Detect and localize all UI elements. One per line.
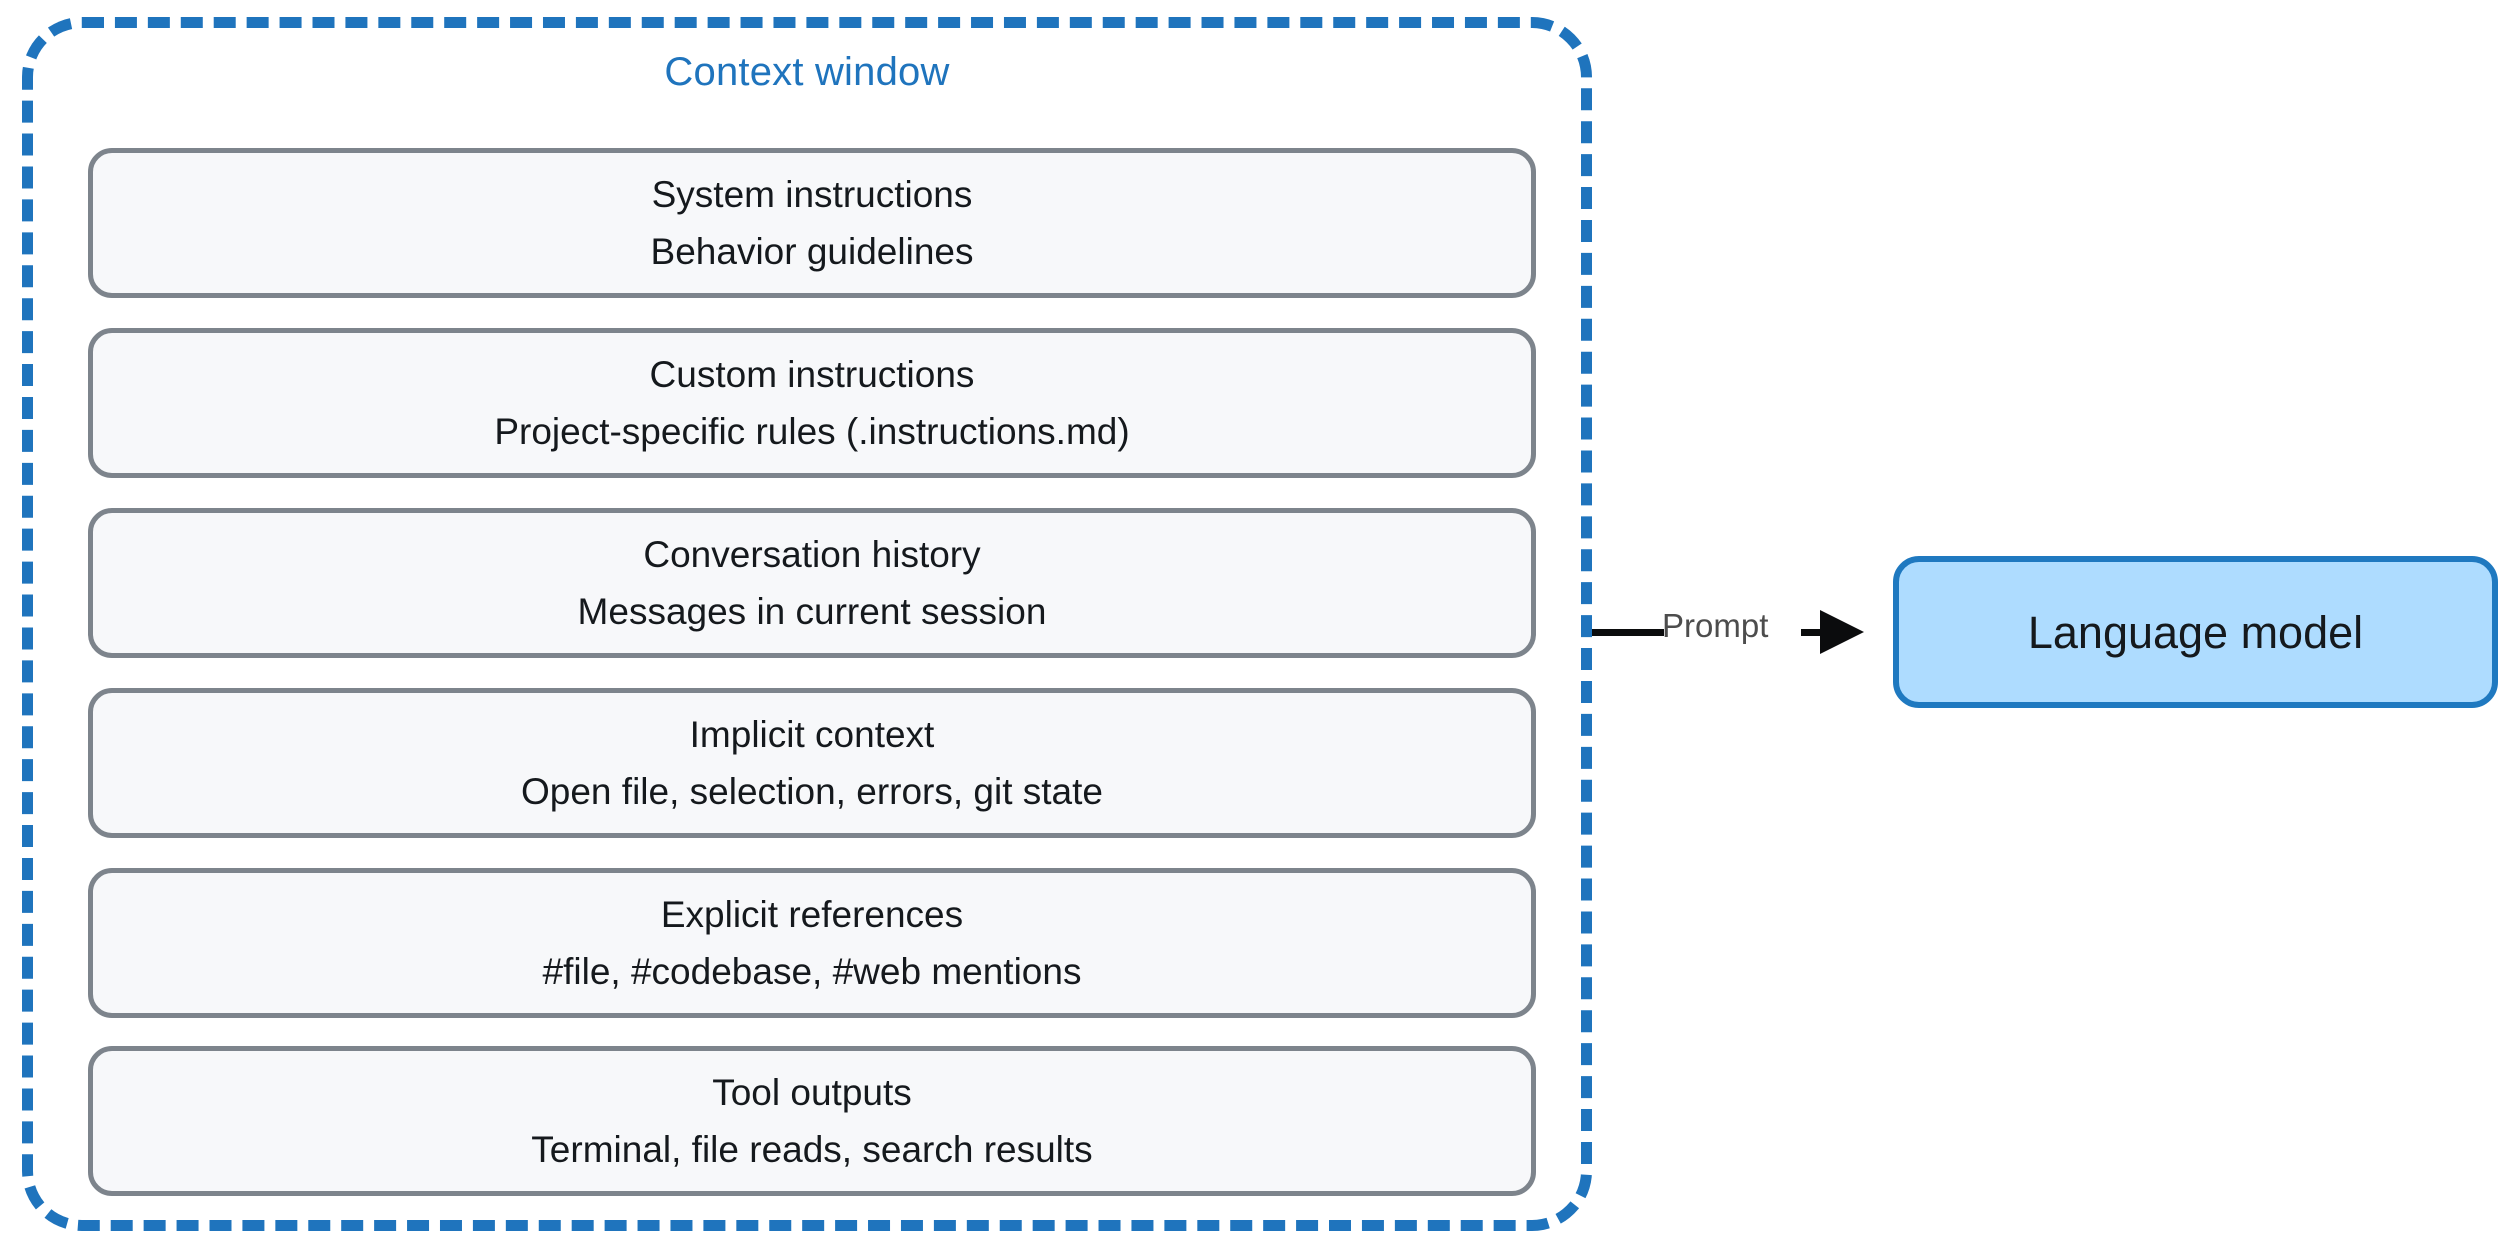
context-item-title: System instructions [651,174,973,215]
context-item-title: Tool outputs [712,1072,912,1113]
connector-label: Prompt [1662,607,1769,644]
context-item-subtitle: Behavior guidelines [650,231,974,272]
context-item-title: Implicit context [689,714,935,755]
context-item-title: Custom instructions [649,354,975,395]
prompt-connector: Prompt [1592,604,1892,662]
context-item-subtitle: Terminal, file reads, search results [531,1129,1093,1170]
context-window-container [22,17,1592,1231]
connector-line-left [1592,629,1664,636]
context-item-tool-outputs[interactable]: Tool outputs Terminal, file reads, searc… [88,1046,1536,1196]
context-item-custom-instructions[interactable]: Custom instructions Project-specific rul… [88,328,1536,478]
context-item-explicit-references[interactable]: Explicit references #file, #codebase, #w… [88,868,1536,1018]
context-item-subtitle: Messages in current session [577,591,1047,632]
context-item-subtitle: Open file, selection, errors, git state [521,771,1103,812]
context-window-title: Context window [664,50,950,94]
arrow-head-icon [1820,610,1864,654]
language-model-node[interactable]: Language model [1893,556,2498,708]
context-item-subtitle: #file, #codebase, #web mentions [542,951,1082,992]
context-item-subtitle: Project-specific rules (.instructions.md… [494,411,1130,452]
context-item-implicit-context[interactable]: Implicit context Open file, selection, e… [88,688,1536,838]
language-model-label: Language model [2027,606,2364,658]
context-item-title: Explicit references [660,894,964,935]
context-item-conversation-history[interactable]: Conversation history Messages in current… [88,508,1536,658]
context-item-title: Conversation history [643,534,981,575]
context-item-system-instructions[interactable]: System instructions Behavior guidelines [88,148,1536,298]
connector-line-right [1801,629,1823,636]
